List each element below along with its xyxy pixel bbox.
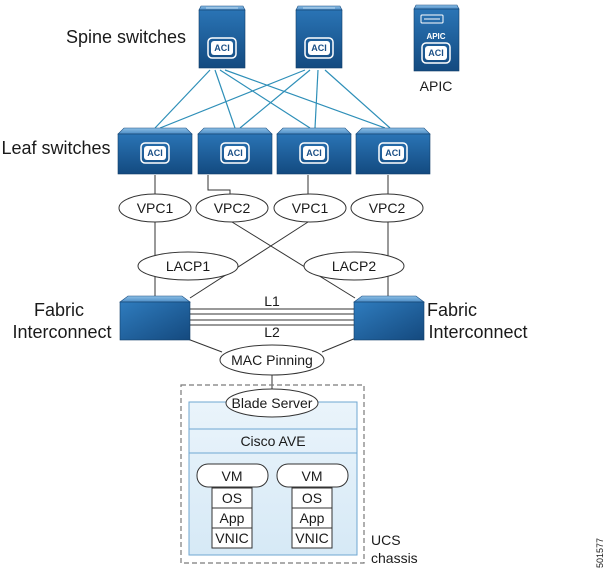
vm-1: VM OS App VNIC [196, 463, 269, 549]
aci-icon: ACI [378, 142, 408, 164]
spine-switch-2: ACI [295, 5, 343, 69]
svg-text:VM: VM [302, 468, 323, 484]
aci-icon: ACI [299, 142, 329, 164]
svg-text:ACI: ACI [311, 43, 327, 53]
svg-text:VM: VM [222, 468, 243, 484]
link-l1-label: L1 [264, 293, 280, 309]
fabric-interconnect-b-label-line2: Interconnect [428, 322, 527, 342]
svg-text:App: App [300, 510, 325, 526]
svg-text:ACI: ACI [306, 148, 322, 158]
svg-text:Blade Server: Blade Server [232, 395, 313, 411]
svg-text:VPC2: VPC2 [214, 200, 251, 216]
lacp-1: LACP1 [137, 251, 239, 281]
svg-text:OS: OS [302, 490, 322, 506]
figure-id: 501577 [595, 538, 605, 568]
aci-icon: ACI [304, 37, 334, 59]
svg-text:VNIC: VNIC [215, 530, 248, 546]
svg-text:LACP1: LACP1 [166, 258, 211, 274]
vpc-4: VPC2 [350, 193, 424, 223]
leaf-switch-1: ACI [117, 127, 193, 175]
svg-text:ACI: ACI [428, 48, 444, 58]
spine-leaf-links [154, 69, 391, 129]
vpc-3: VPC1 [273, 193, 347, 223]
aci-icon: ACI [421, 42, 451, 64]
leaf-switch-2: ACI [197, 127, 273, 175]
svg-text:ACI: ACI [147, 148, 163, 158]
apic-controller: APIC ACI [413, 4, 460, 72]
fabric-interconnect-a-label-line2: Interconnect [12, 322, 111, 342]
svg-text:VPC1: VPC1 [292, 200, 329, 216]
aci-icon: ACI [220, 142, 250, 164]
vm-2: VM OS App VNIC [276, 463, 349, 549]
lacp-2: LACP2 [303, 251, 405, 281]
svg-text:ACI: ACI [214, 43, 230, 53]
aci-icon: ACI [207, 37, 237, 59]
spine-switch-1: ACI [198, 5, 246, 69]
svg-text:LACP2: LACP2 [332, 258, 377, 274]
link-l2-label: L2 [264, 324, 280, 340]
aci-icon: ACI [140, 142, 170, 164]
svg-text:VPC1: VPC1 [137, 200, 174, 216]
svg-text:APIC: APIC [426, 32, 445, 41]
mac-pinning: MAC Pinning [219, 344, 325, 376]
vpc-1: VPC1 [118, 193, 192, 223]
svg-text:ACI: ACI [227, 148, 243, 158]
ucs-chassis-boundary [180, 384, 365, 564]
svg-text:App: App [220, 510, 245, 526]
fabric-interconnect-b [353, 295, 425, 341]
vm-1-vnic [211, 527, 253, 549]
svg-text:VPC2: VPC2 [369, 200, 406, 216]
fabric-interconnect-a [119, 295, 191, 341]
svg-text:VNIC: VNIC [295, 530, 328, 546]
fabric-interconnect-b-label-line1: Fabric [427, 300, 477, 320]
apic-label: APIC [420, 78, 453, 94]
access-links [154, 175, 389, 392]
vm-2-vnic [291, 527, 333, 549]
svg-text:ACI: ACI [385, 148, 401, 158]
ucs-chassis-label-line2: chassis [371, 550, 418, 566]
blade-server-label: Blade Server [225, 388, 319, 418]
cisco-ave-label: Cisco AVE [240, 433, 305, 449]
leaf-switches-label: Leaf switches [1, 138, 110, 158]
spine-switches-label: Spine switches [66, 27, 186, 47]
leaf-switch-4: ACI [355, 127, 431, 175]
leaf-switch-3: ACI [276, 127, 352, 175]
svg-text:MAC Pinning: MAC Pinning [231, 352, 313, 368]
fabric-interconnect-a-label-line1: Fabric [34, 300, 84, 320]
vpc-2: VPC2 [195, 193, 269, 223]
ucs-chassis-label-line1: UCS [371, 532, 401, 548]
svg-text:OS: OS [222, 490, 242, 506]
